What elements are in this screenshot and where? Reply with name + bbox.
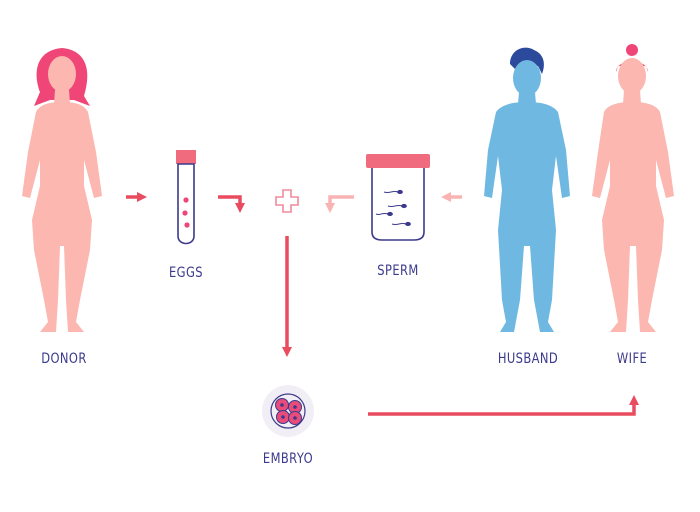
arrow-eggs-to-plus <box>218 195 245 213</box>
wife-label: WIFE <box>616 351 648 367</box>
embryo-icon <box>262 385 314 437</box>
donor-figure <box>22 48 102 332</box>
sperm-container-icon <box>366 154 430 241</box>
wife-figure <box>592 44 674 332</box>
donor-label: DONOR <box>41 351 87 367</box>
sperm-label: SPERM <box>377 263 419 279</box>
arrow-embryo-to-wife <box>368 395 639 416</box>
eggs-label: EGGS <box>169 265 203 281</box>
plus-icon <box>275 189 299 213</box>
test-tube-icon <box>176 150 196 245</box>
arrow-sperm-to-plus <box>325 195 354 213</box>
husband-label: HUSBAND <box>497 351 559 367</box>
husband-figure <box>484 47 570 332</box>
embryo-label: EMBRYO <box>262 451 314 467</box>
